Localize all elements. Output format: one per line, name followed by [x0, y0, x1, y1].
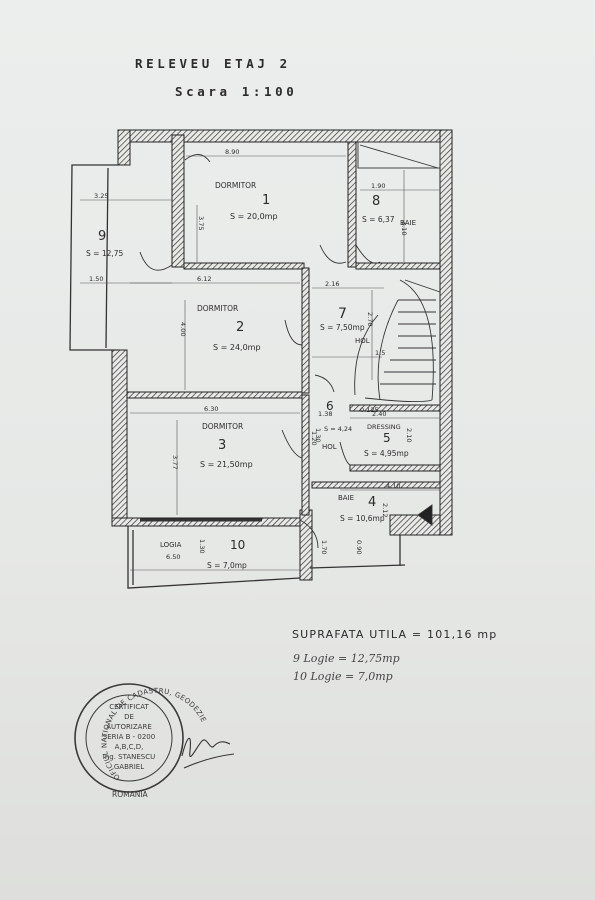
room9-area: S = 12,75: [86, 249, 124, 258]
dim-dressing-small: 0.125: [360, 406, 379, 414]
room2-area: S = 24,0mp: [213, 343, 261, 352]
stamp-country: ROMANIA: [112, 790, 149, 799]
room6-area: S = 4,24: [324, 425, 352, 433]
plan-title: RELEVEU ETAJ 2: [135, 56, 291, 71]
dim-room8-width: 1.90: [371, 182, 385, 190]
stamp-line-2: DE: [124, 713, 134, 721]
stamp-line-6: Ing. STANESCU: [103, 753, 155, 761]
room4-number: 4: [368, 495, 376, 510]
signature: [181, 737, 235, 769]
dim-room8-height: 3.10: [400, 221, 408, 235]
dim-room1-width: 8.90: [225, 148, 239, 156]
dim-room4-width: 4.10: [386, 482, 400, 490]
dimension-lines: [80, 155, 440, 571]
total-usable-area: SUPRAFATA UTILA = 101,16 mp: [292, 628, 498, 641]
stamp-line-3: AUTORIZARE: [106, 723, 152, 731]
room4-area: S = 10,6mp: [340, 514, 385, 523]
dim-hol6-height: 1.20: [310, 431, 318, 445]
loggia-outlines: [69, 164, 406, 589]
room2-number: 2: [236, 320, 244, 335]
dimension-labels: 8.90 3.75 6.12 4.00 6.30 3.77 4.10 2.12 …: [89, 148, 413, 561]
dim-room9-width: 3.25: [94, 192, 108, 200]
plan-scale: Scara 1:100: [175, 84, 298, 99]
room6-name: HOL: [322, 443, 337, 451]
walls: [111, 129, 453, 581]
loggia-9-area: 9 Logie = 12,75mp: [293, 652, 400, 665]
staircase: [354, 279, 441, 403]
room8-name: BAIE: [400, 219, 416, 227]
dim-stair-width: 1.5: [375, 349, 385, 357]
dim-room10-height: 1.30: [198, 539, 206, 553]
stamp-line-4: SERIA B - 0200: [103, 733, 155, 741]
room2-name: DORMITOR: [197, 304, 238, 313]
dim-room3-height: 3.77: [171, 455, 179, 469]
dim-room1-height: 3.75: [197, 216, 205, 230]
room7-number: 7: [338, 306, 347, 322]
room-labels: DORMITOR 1 S = 20,0mp 8 S = 6,37 BAIE 9 …: [86, 181, 416, 570]
dim-room6-height: 1.30: [314, 428, 322, 442]
authorization-stamp: OFICIUL NATIONAL DE CADASTRU, GEODEZIE R…: [74, 683, 235, 799]
room9-number: 9: [98, 229, 106, 244]
dim-room2-width: 6.12: [197, 275, 211, 283]
dim-baie4-door: 0.90: [355, 540, 363, 554]
dim-room6-width: 1.38: [318, 410, 332, 418]
dim-room9-height: 1.50: [89, 275, 103, 283]
dim-room5-height: 2.10: [405, 428, 413, 442]
room6-number: 6: [326, 399, 334, 413]
room3-name: DORMITOR: [202, 422, 243, 431]
stamp-line-7: GABRIEL: [114, 763, 144, 771]
room5-area: S = 4,95mp: [364, 449, 409, 458]
dim-room3-width: 6.30: [204, 405, 218, 413]
room1-number: 1: [262, 193, 270, 208]
loggia-10-area: 10 Logie = 7,0mp: [293, 670, 393, 683]
room5-name: DRESSING: [367, 423, 401, 431]
room5-number: 5: [383, 431, 391, 445]
room1-area: S = 20,0mp: [230, 212, 278, 221]
bath-fixtures: [357, 141, 441, 526]
room10-area: S = 7,0mp: [207, 561, 247, 570]
room10-name: LOGIA: [160, 541, 182, 549]
dim-room2-height: 4.00: [179, 322, 187, 336]
stamp-line-5: A,B,C,D,: [115, 743, 144, 751]
room10-number: 10: [230, 538, 245, 552]
dim-room7-height: 2.70: [366, 312, 374, 326]
room7-name: HOL: [355, 337, 370, 345]
room7-area: S = 7,50mp: [320, 323, 365, 332]
dim-logia-door: 1.70: [320, 540, 328, 554]
dim-room7-width: 2.16: [325, 280, 339, 288]
room4-name: BAIE: [338, 494, 354, 502]
dim-room4-height: 2.12: [381, 503, 389, 517]
dim-room5-width: 2.40: [372, 410, 386, 418]
stamp-line-1: CERTIFICAT: [109, 703, 149, 711]
room3-number: 3: [218, 438, 226, 453]
room1-name: DORMITOR: [215, 181, 256, 190]
room8-number: 8: [372, 194, 380, 209]
doors: [139, 154, 381, 549]
room3-area: S = 21,50mp: [200, 460, 253, 469]
dim-room10-width: 6.50: [166, 553, 180, 561]
room8-area: S = 6,37: [362, 215, 395, 224]
